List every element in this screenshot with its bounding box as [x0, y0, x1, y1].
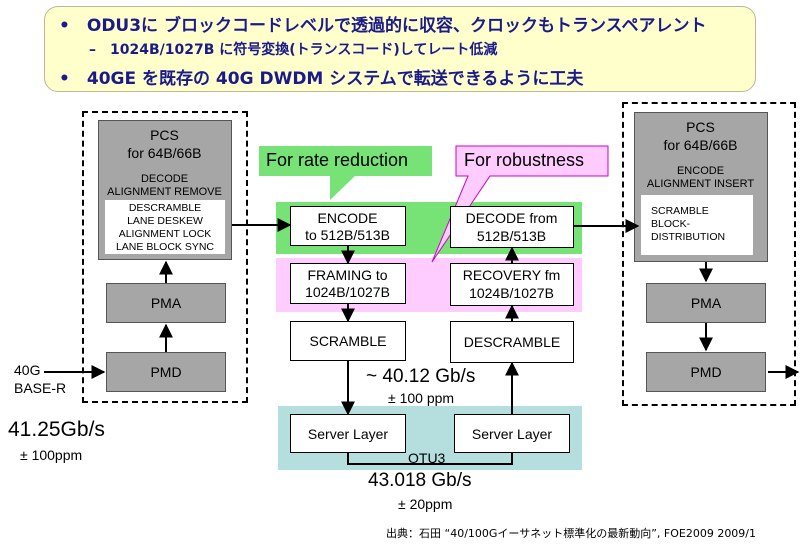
right-pcs-function-list: SCRAMBLE BLOCK- DISTRIBUTION — [641, 195, 753, 255]
right-func-distribution: DISTRIBUTION — [651, 231, 726, 243]
left-decode-label: DECODE — [140, 173, 189, 185]
encode-block-line2: to 512B/513B — [305, 227, 390, 243]
right-pcs-title: PCS — [686, 119, 715, 135]
left-pma-block: PMA — [106, 283, 226, 323]
source-citation: 出典：石田 “40/100Gイーサネット標準化の最新動向”, FOE2009 2… — [386, 527, 757, 540]
recovery-block-line2: 1024B/1027B — [469, 285, 554, 301]
otu3-rate: 43.018 Gb/s — [368, 470, 472, 491]
recovery-block: RECOVERY fm 1024B/1027B — [450, 263, 574, 306]
right-func-scramble: SCRAMBLE — [651, 205, 709, 217]
decode-block-line1: DECODE from — [465, 210, 558, 226]
left-pcs-title: PCS — [150, 127, 179, 143]
payload-rate: ~ 40.12 Gb/s — [366, 366, 476, 387]
right-pma-block: PMA — [646, 283, 766, 323]
encode-512b-block: ENCODE to 512B/513B — [290, 206, 406, 246]
banner-bullet-1: • ODU3に ブロックコードレベルで透過的に収容、クロックもトランスペアレント — [59, 16, 707, 36]
payload-ppm: ± 100 ppm — [388, 390, 455, 406]
otu3-link — [347, 453, 513, 465]
framing-block-line1: FRAMING to — [307, 267, 388, 283]
right-align-insert-label: ALIGNMENT INSERT — [646, 178, 755, 190]
left-pmd-block: PMD — [106, 352, 226, 392]
right-pmd-block: PMD — [646, 352, 766, 392]
otu3-label: OTU3 — [408, 450, 446, 466]
otu3-ppm: ± 20ppm — [398, 496, 453, 512]
banner-bullet-2: • 40GE を既存の 40G DWDM システムで転送できるように工夫 — [59, 69, 584, 89]
decode-512b-block: DECODE from 512B/513B — [450, 206, 574, 248]
left-func-lane-block-sync: LANE BLOCK SYNC — [115, 241, 215, 253]
recovery-block-line1: RECOVERY fm — [462, 267, 561, 283]
robustness-label: For robustness — [464, 150, 585, 170]
server-layer-right: Server Layer — [454, 414, 570, 453]
right-pcs-subtitle: for 64B/66B — [663, 137, 738, 153]
right-func-block: BLOCK- — [651, 218, 691, 230]
left-func-lane-deskew: LANE DESKEW — [127, 215, 203, 227]
left-func-descramble: DESCRAMBLE — [128, 202, 202, 214]
rate-reduction-label: For rate reduction — [266, 150, 409, 170]
left-func-alignment-lock: ALIGNMENT LOCK — [118, 228, 212, 240]
left-pcs-subtitle: for 64B/66B — [127, 145, 202, 161]
right-encode-label: ENCODE — [676, 165, 725, 177]
framing-block-line2: 1024B/1027B — [305, 284, 390, 300]
right-ethernet-stack — [622, 102, 796, 406]
input-label-40g: 40G — [14, 362, 41, 378]
descramble-block: DESCRAMBLE — [450, 321, 574, 363]
scramble-block: SCRAMBLE — [290, 321, 406, 361]
left-pcs-function-list: DESCRAMBLE LANE DESKEW ALIGNMENT LOCK LA… — [105, 200, 225, 254]
input-label-base-r: BASE-R — [14, 380, 67, 396]
left-ethernet-stack — [82, 111, 248, 403]
server-layer-left: Server Layer — [290, 414, 406, 453]
left-align-remove-label: ALIGNMENT REMOVE — [107, 186, 222, 198]
rate-reduction-callout — [259, 146, 432, 200]
right-pcs-block: PCS for 64B/66B ENCODE ALIGNMENT INSERT … — [634, 112, 768, 262]
decode-block-line2: 512B/513B — [476, 228, 547, 244]
left-pcs-block: PCS for 64B/66B DECODE ALIGNMENT REMOVE … — [98, 120, 232, 260]
ethernet-rate: 41.25Gb/s — [8, 418, 105, 441]
framing-block: FRAMING to 1024B/1027B — [290, 263, 406, 304]
banner-bullet-1-sub: – 1024B/1027B に符号変換(トランスコード)してレート低減 — [89, 42, 498, 58]
ethernet-ppm: ± 100ppm — [20, 447, 83, 463]
summary-banner: • ODU3に ブロックコードレベルで透過的に収容、クロックもトランスペアレント… — [44, 6, 756, 92]
encode-block-line1: ENCODE — [317, 210, 378, 226]
